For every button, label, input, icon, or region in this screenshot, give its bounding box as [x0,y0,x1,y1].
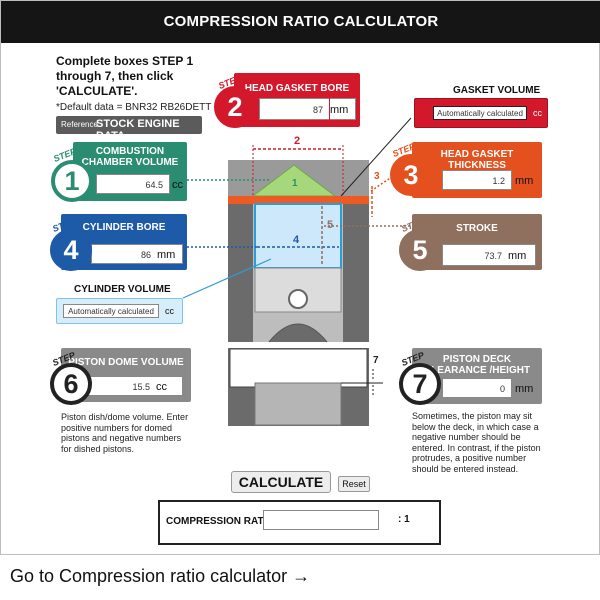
lower-chamber [229,348,368,388]
cylinder-volume-box: Automatically calculated cc [56,298,183,324]
reference-small-label: Reference [61,120,98,129]
step3-input[interactable]: 1.2 [442,170,512,190]
connecting-rod [268,323,328,343]
step7-number: 7 [412,369,428,399]
step6-label: PISTON DOME VOLUME [68,357,184,368]
step2-number: 2 [227,92,243,122]
diagram-label-1: 1 [292,178,298,189]
default-data-note: *Default data = BNR32 RB26DETT [56,102,212,113]
step5-label: STROKE [456,223,498,234]
step3-box: HEAD GASKET THICKNESS 1.2 mm [412,142,542,198]
step7-badge: 7 STEP [399,350,441,405]
step7-label: PISTON DECK CLEARANCE /HEIGHT [423,354,531,376]
step1-badge: 1 STEP [51,146,93,202]
step1-box: COMBUSTION CHAMBER VOLUME 64.5 cc [73,142,187,201]
step6-badge: 6 STEP [50,350,92,405]
compression-ratio-box [158,500,441,545]
step2-input[interactable]: 87 [259,98,329,120]
step7-input[interactable]: 0 [442,378,512,398]
step6-input[interactable]: 15.5 [88,376,156,396]
cylinder-volume-unit: cc [165,306,174,316]
calculator-frame: COMPRESSION RATIO CALCULATOR Complete bo… [0,0,600,555]
pointer-gasket-volume [340,117,412,197]
reference-label: STOCK ENGINE DATA [96,118,180,142]
cylinder-volume-label: CYLINDER VOLUME [74,284,171,295]
step1-unit: cc [172,179,183,191]
step6-number: 6 [63,369,79,399]
gasket-volume-output[interactable]: Automatically calculated [433,106,527,120]
step4-number: 4 [63,235,79,265]
cylinder-volume-area [254,203,342,269]
step3-unit: mm [515,175,534,187]
gasket-volume-label: GASKET VOLUME [453,85,541,96]
gasket-volume-unit: cc [533,108,542,118]
step4-label: CYLINDER BORE [82,222,166,233]
lower-piston [254,382,342,426]
instructions: Complete boxes STEP 1 through 7, then cl… [56,54,194,98]
diagram-label-2: 2 [294,135,301,147]
step5-badge: 5 STEP [399,216,441,271]
compression-ratio-label: COMPRESSION RATIO [166,516,275,527]
cylinder-volume-output[interactable]: Automatically calculated [63,304,159,318]
compression-ratio-output[interactable] [263,510,379,530]
engine-diagram [182,117,412,426]
step5-unit: mm [508,244,536,266]
page-title: COMPRESSION RATIO CALCULATOR [163,13,439,30]
step6-description: Piston dish/dome volume. Enter positive … [61,412,189,454]
step3-label: HEAD GASKET THICKNESS [440,149,514,171]
diagram-label-7: 7 [373,355,379,366]
step1-label: COMBUSTION CHAMBER VOLUME [81,146,179,168]
compression-ratio-unit: : 1 [398,514,410,525]
step1-number: 1 [64,166,80,196]
step2-badge: 2 STEP [214,73,256,128]
gasket-volume-box: Automatically calculated cc [414,98,548,128]
step3-badge: 3 STEP [390,141,432,196]
stock-engine-data-button[interactable]: Reference STOCK ENGINE DATA [56,116,202,142]
step5-input[interactable]: 73.7 [442,244,508,266]
step7-description: Sometimes, the piston may sit below the … [412,411,541,474]
calculate-button[interactable]: CALCULATE [231,471,331,493]
title-bar [1,1,600,43]
step7-unit: mm [515,383,534,395]
step4-input[interactable]: 86 [91,244,157,264]
step4-badge: 4 STEP [50,216,92,271]
diagram-label-3: 3 [374,171,380,182]
step2-label: HEAD GASKET BORE [244,83,350,94]
reset-button[interactable]: Reset [338,476,370,492]
diagram-label-4: 4 [293,234,300,246]
head-gasket [228,196,369,204]
step4-unit: mm [157,244,183,264]
step5-number: 5 [412,235,428,265]
step3-number: 3 [403,160,419,190]
step2-unit: mm [330,98,356,120]
piston-pin [288,289,308,309]
step6-unit: cc [156,376,183,396]
step1-input[interactable]: 64.5 [96,174,170,194]
pointer-cylinder-volume [182,258,272,299]
diagram-label-5: 5 [327,219,334,231]
calculator-link[interactable]: Go to Compression ratio calculator → [10,566,311,586]
